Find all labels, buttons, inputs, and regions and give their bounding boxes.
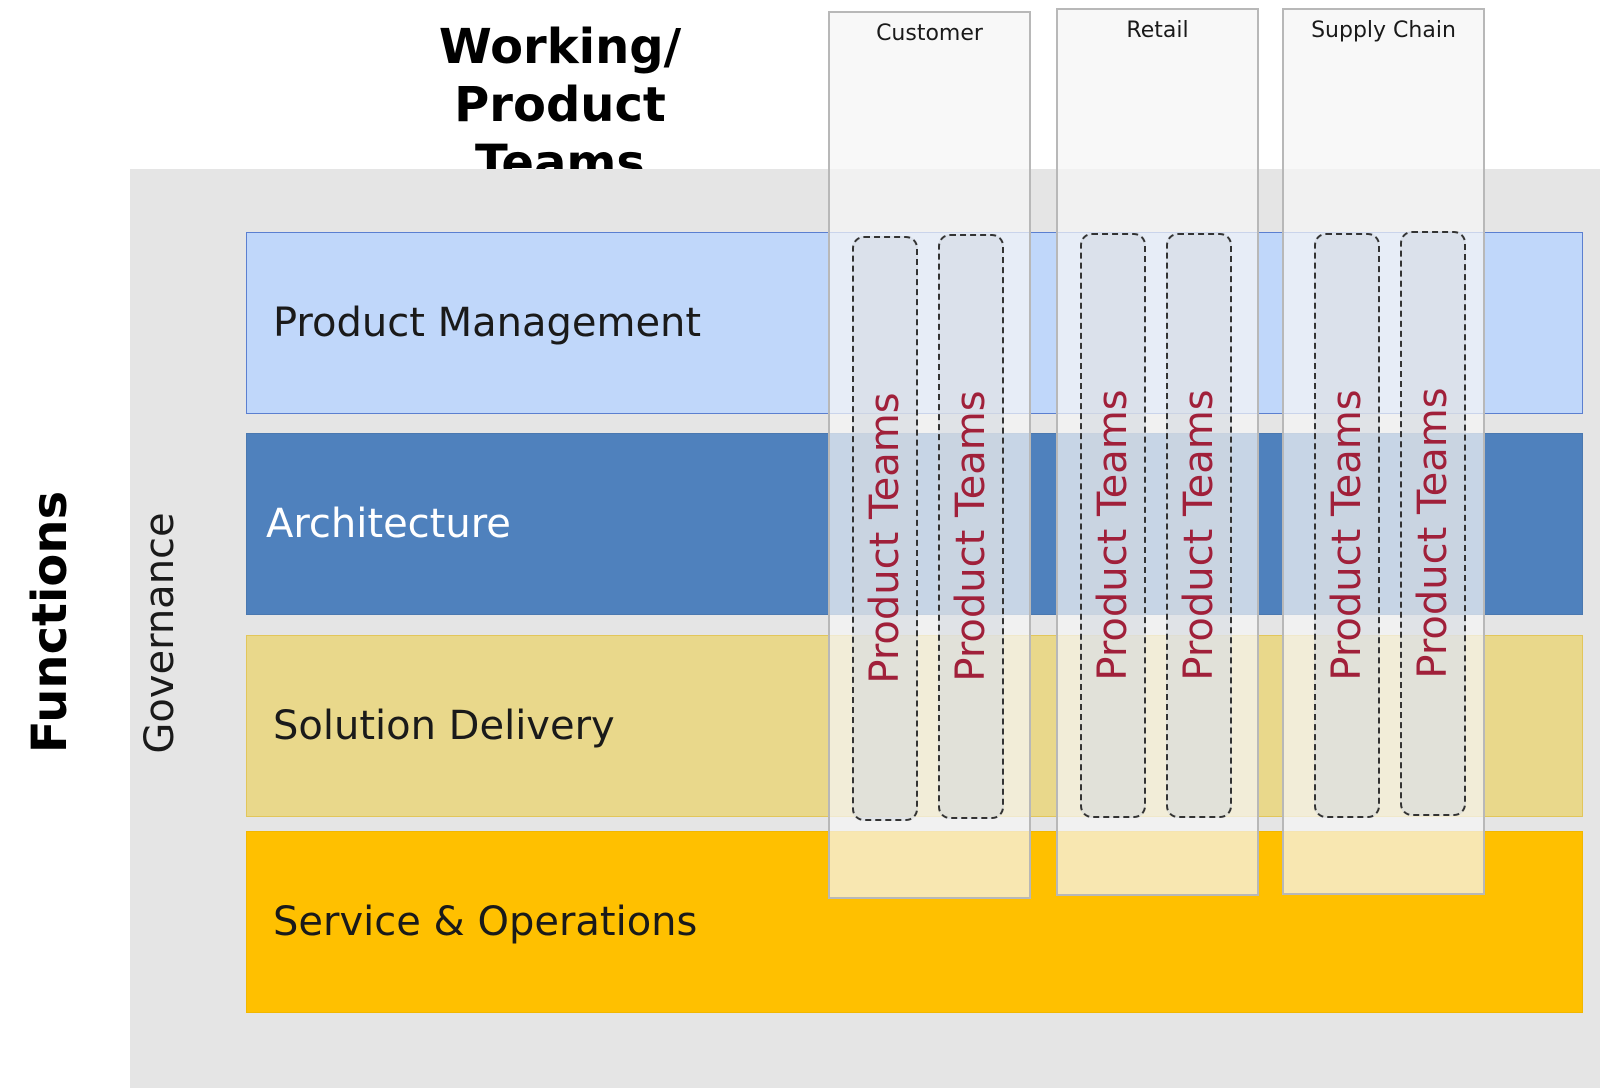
column-label: Supply Chain [1311,18,1456,43]
product-team-box: Product Teams [938,234,1004,819]
product-team-box: Product Teams [1166,233,1232,818]
product-team-box: Product Teams [1400,231,1466,816]
product-team-label: Product Teams [862,392,908,684]
diagram-title: Working/ Product Teams [438,19,682,191]
functions-axis-label: Functions [22,490,78,754]
product-team-box: Product Teams [1314,233,1380,818]
column-customer: Customer Product Teams Product Teams [828,11,1031,899]
band-label: Solution Delivery [273,703,615,749]
product-team-label: Product Teams [1090,389,1136,681]
product-team-box: Product Teams [1080,233,1146,818]
governance-label: Governance [137,512,183,754]
band-label: Architecture [266,501,511,547]
product-team-label: Product Teams [1176,389,1222,681]
product-team-label: Product Teams [948,390,994,682]
column-label: Retail [1126,18,1189,43]
product-team-label: Product Teams [1324,389,1370,681]
band-label: Product Management [273,300,702,346]
column-label: Customer [876,21,983,46]
product-team-label: Product Teams [1410,387,1456,679]
column-supply-chain: Supply Chain Product Teams Product Teams [1282,8,1485,895]
product-team-box: Product Teams [852,236,918,821]
band-label: Service & Operations [273,899,698,945]
column-retail: Retail Product Teams Product Teams [1056,8,1259,896]
